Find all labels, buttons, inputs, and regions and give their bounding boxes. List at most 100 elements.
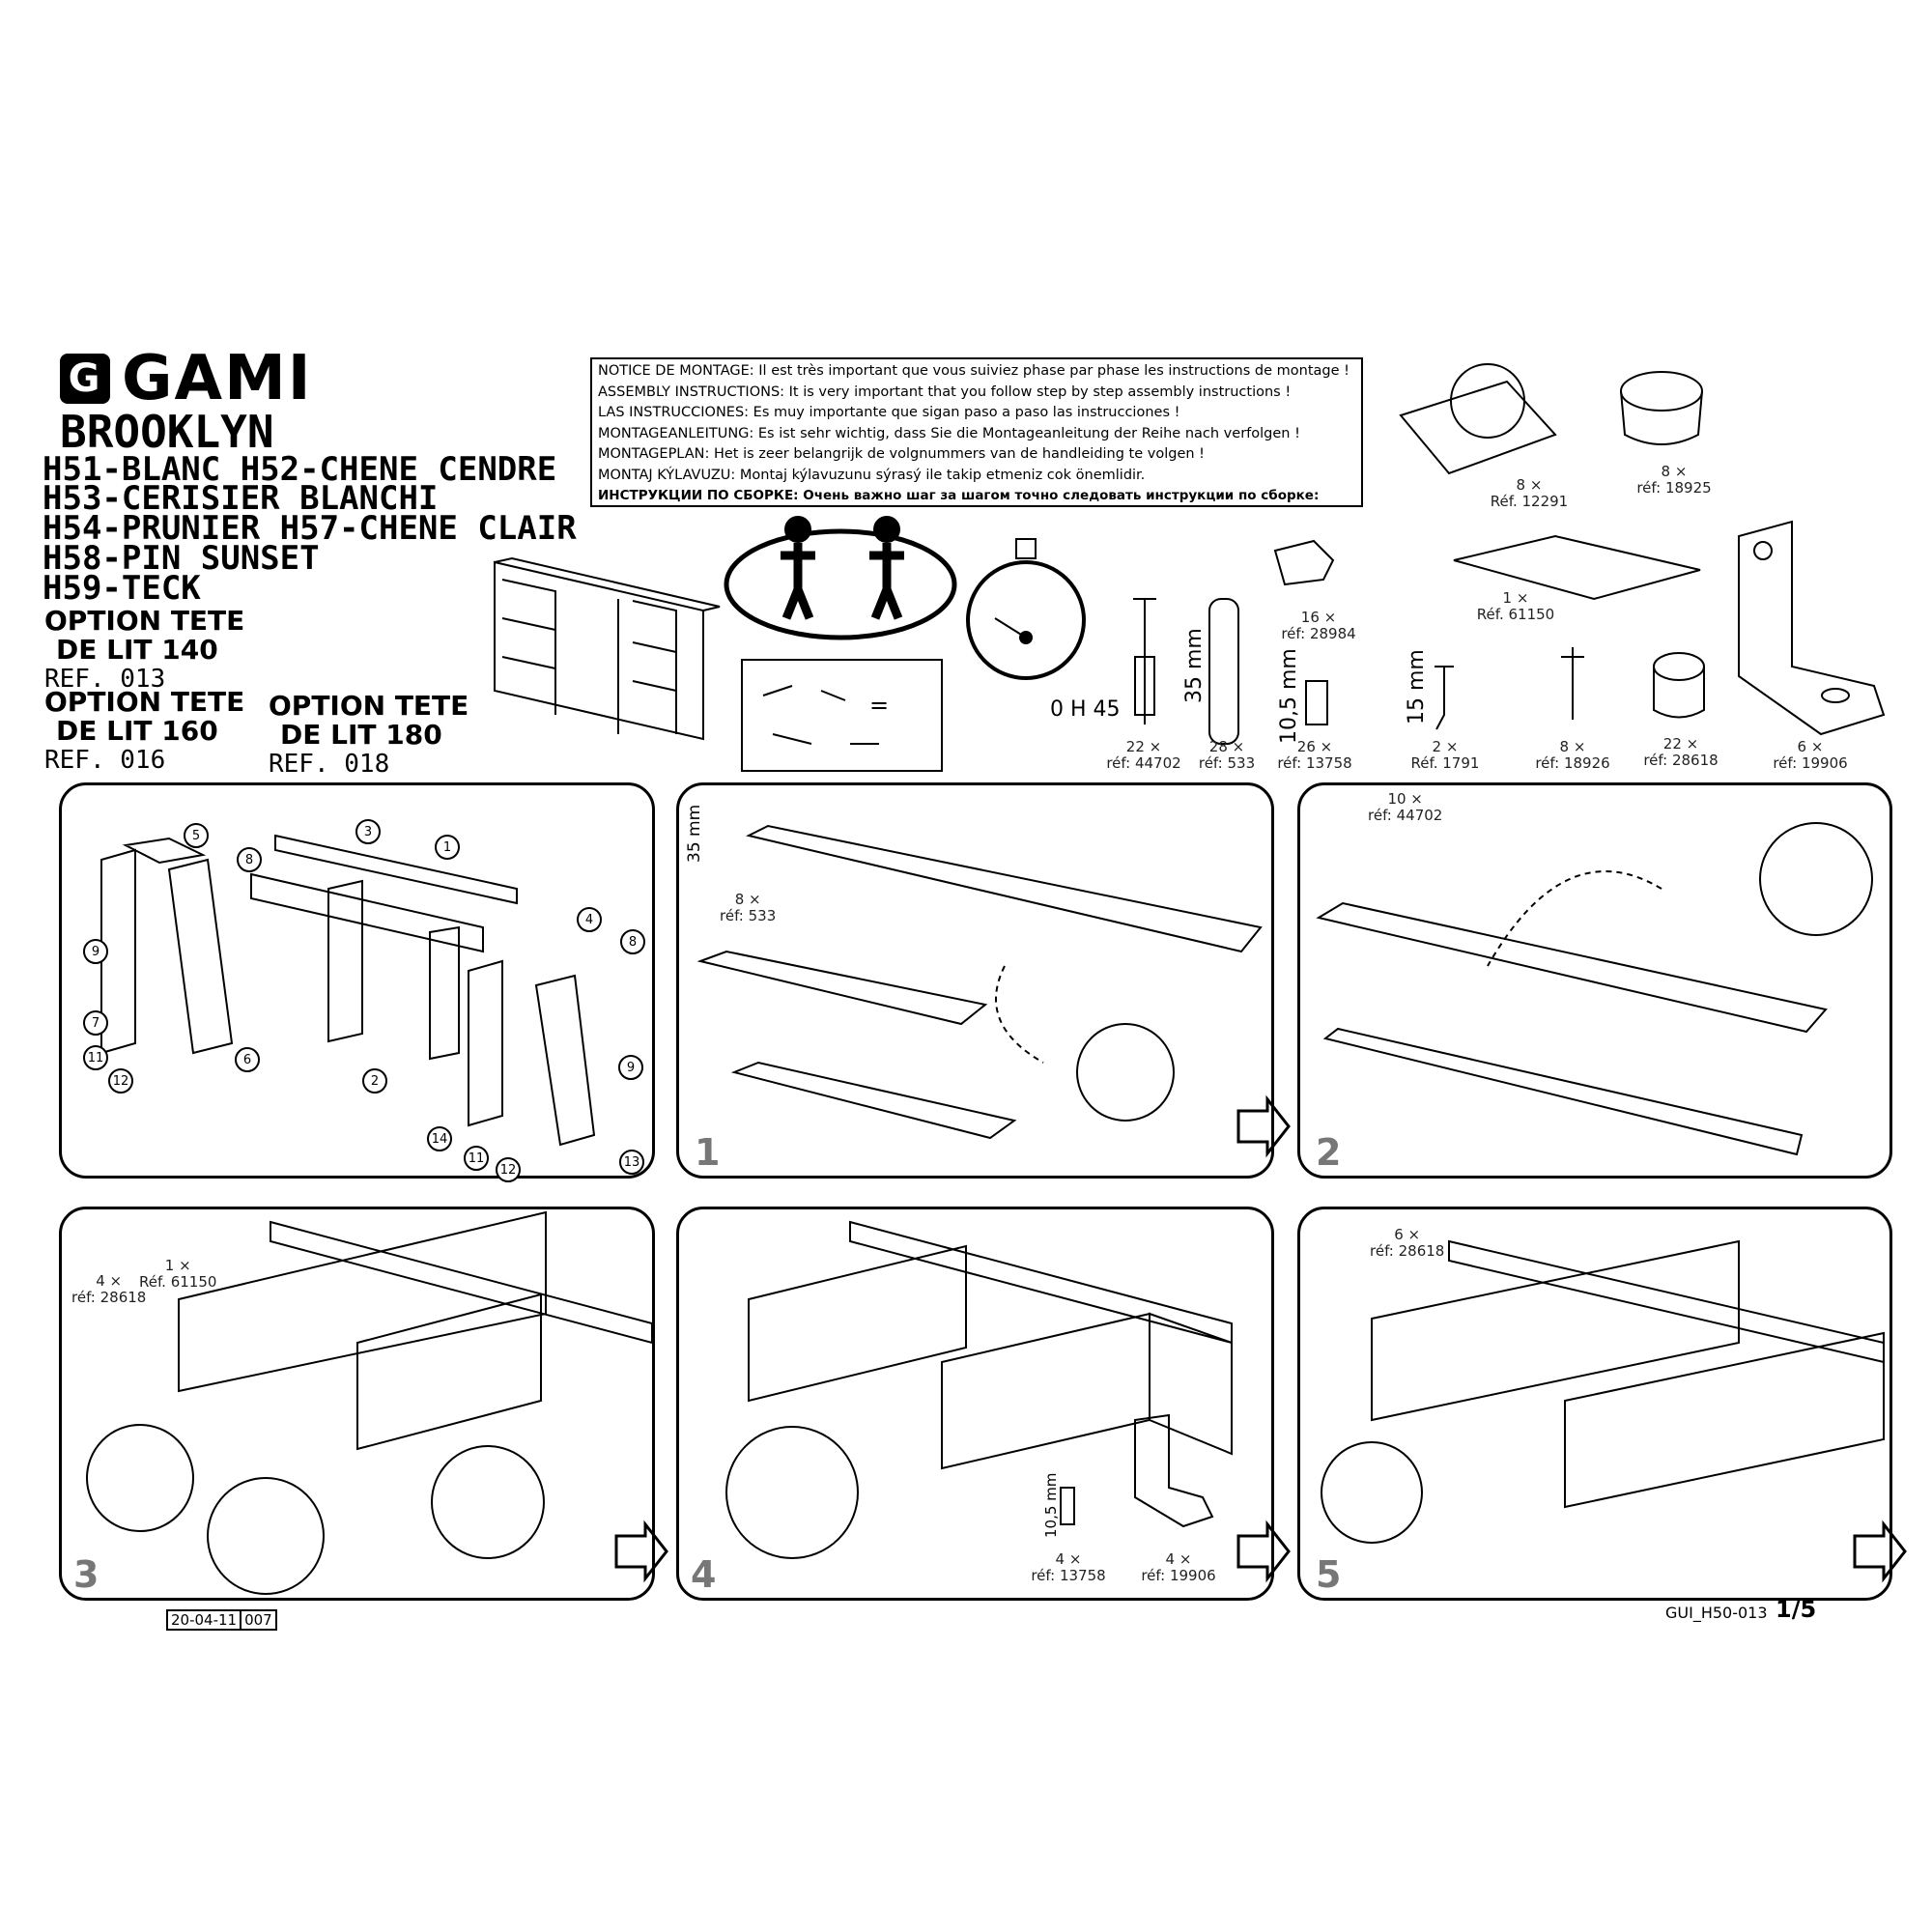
document-code: GUI_H50-013 <box>1665 1604 1768 1622</box>
hardware-item: 8 ×réf: 18925 <box>1636 463 1712 497</box>
step5-drawing <box>1321 1239 1885 1544</box>
step1-drawing <box>696 824 1263 1140</box>
page-number: 1/5 <box>1776 1596 1817 1623</box>
option-180: OPTION TETE DE LIT 180 REF. 018 <box>269 690 469 780</box>
short-screw-icon <box>1305 680 1328 725</box>
notice-tr: MONTAJ KÝLAVUZU: Montaj kýlavuzunu sýras… <box>598 467 1146 483</box>
notice-en: ASSEMBLY INSTRUCTIONS: It is very import… <box>598 384 1292 400</box>
part-number: 12 <box>108 1068 133 1094</box>
hardware-callout: 6 ×réf: 28618 <box>1370 1226 1445 1260</box>
hardware-item: 28 ×réf: 533 <box>1198 738 1256 772</box>
panel-step-4: 4 4 ×réf: 13758 4 ×réf: 19906 10,5 mm <box>676 1207 1274 1601</box>
step4-drawing <box>725 1220 1233 1559</box>
model-title: BROOKLYN <box>60 406 274 458</box>
part-number: 9 <box>83 939 108 964</box>
part-number: 11 <box>83 1045 108 1070</box>
logo-mark-icon: G <box>60 354 110 404</box>
cam-bolt-icon <box>1133 598 1156 724</box>
part-number: 14 <box>427 1126 452 1151</box>
cam-lock-icon <box>1620 371 1703 445</box>
notice-nl: MONTAGEPLAN: Het is zeer belangrijk de v… <box>598 446 1205 462</box>
step-number: 3 <box>73 1553 99 1596</box>
headboard-illustration <box>494 556 721 741</box>
option-label: DE LIT 140 <box>56 634 218 666</box>
notice-ru: ИНСТРУКЦИИ ПО СБОРКЕ: Очень важно шаг за… <box>598 488 1320 503</box>
part-number: 7 <box>83 1010 108 1036</box>
label-sheet-icon <box>1453 534 1701 601</box>
hardware-item: 1 ×Réf. 61150 <box>1476 589 1555 623</box>
dimension-label: 10,5 mm <box>1042 1472 1060 1538</box>
hardware-item: 2 ×Réf. 1791 <box>1410 738 1480 772</box>
option-160: OPTION TETE DE LIT 160 REF. 016 <box>44 686 245 776</box>
hardware-callout: 10 ×réf: 44702 <box>1368 790 1443 824</box>
notice-fr: NOTICE DE MONTAGE: Il est très important… <box>598 363 1350 379</box>
dimension-label: 15 mm <box>1405 649 1429 724</box>
panel-overview <box>59 782 655 1179</box>
step-number: 5 <box>1316 1553 1342 1596</box>
variant-line: H59-TECK <box>43 569 201 608</box>
hardware-callout: 4 ×réf: 13758 <box>1031 1550 1106 1584</box>
brand-logo: G GAMI <box>60 343 313 414</box>
angle-bracket-icon <box>1738 520 1886 736</box>
two-people-icon <box>724 516 957 640</box>
notice-de: MONTAGEANLEITUNG: Es ist sehr wichtig, d… <box>598 425 1300 441</box>
revision-code: 007 <box>240 1611 275 1629</box>
step-number: 4 <box>691 1553 717 1596</box>
part-number: 5 <box>184 823 209 848</box>
panel-step-1: 1 8 ×réf: 533 35 mm <box>676 782 1274 1179</box>
option-label: OPTION TETE <box>269 690 469 722</box>
hardware-item: 8 ×Réf. 12291 <box>1490 476 1569 510</box>
option-140: OPTION TETE DE LIT 140 REF. 013 <box>44 605 245 695</box>
assembly-time: 0 H 45 <box>1050 697 1121 722</box>
assembly-notice: NOTICE DE MONTAGE: Il est très important… <box>590 357 1363 507</box>
cam-housing-icon <box>1653 652 1705 719</box>
dimension-label: 35 mm <box>685 804 704 863</box>
part-number: 8 <box>620 929 645 954</box>
variant-line: H58-PIN SUNSET <box>43 539 320 578</box>
connector-bolt-icon <box>1561 647 1584 720</box>
part-number: 6 <box>235 1047 260 1072</box>
caster-wheel-icon <box>1399 363 1557 475</box>
variant-line: H54-PRUNIER H57-CHENE CLAIR <box>43 509 577 548</box>
panel-step-5: 5 6 ×réf: 28618 <box>1297 1207 1892 1601</box>
part-number: 2 <box>362 1068 387 1094</box>
panel-step-3: 3 4 ×réf: 28618 1 ×Réf. 61150 <box>59 1207 655 1601</box>
hardware-item: 6 ×réf: 19906 <box>1773 738 1848 772</box>
panel-step-2: 2 10 ×réf: 44702 <box>1297 782 1892 1179</box>
notice-es: LAS INSTRUCCIONES: Es muy importante que… <box>598 405 1180 420</box>
option-label: DE LIT 180 <box>280 719 442 751</box>
part-number: 3 <box>355 819 381 844</box>
part-number: 9 <box>618 1055 643 1080</box>
hardware-item: 26 ×réf: 13758 <box>1277 738 1352 772</box>
stopwatch-icon <box>966 538 1086 680</box>
exploded-view <box>100 834 596 1147</box>
variant-line: H53-CERISIER BLANCHI <box>43 479 439 518</box>
hardware-callout: 8 ×réf: 533 <box>720 891 777 924</box>
wood-screw-icon <box>1435 666 1454 730</box>
step-number: 1 <box>695 1131 721 1174</box>
hardware-item: 16 ×réf: 28984 <box>1281 609 1356 642</box>
svg-text:=: = <box>869 692 889 719</box>
part-number: 11 <box>464 1146 489 1171</box>
hardware-item: 22 ×réf: 28618 <box>1643 735 1719 769</box>
brand-name: GAMI <box>122 343 313 414</box>
hardware-callout: 4 ×réf: 28618 <box>71 1272 147 1306</box>
hardware-item: 22 ×réf: 44702 <box>1106 738 1181 772</box>
part-number: 1 <box>435 835 460 860</box>
part-number: 13 <box>619 1150 644 1175</box>
part-number: 12 <box>496 1157 521 1182</box>
next-arrow-icon <box>614 1094 1907 1583</box>
dimension-label: 35 mm <box>1182 628 1207 703</box>
dimension-label: 10,5 mm <box>1277 648 1301 744</box>
step-number: 2 <box>1316 1131 1342 1174</box>
hardware-callout: 4 ×réf: 19906 <box>1141 1550 1216 1584</box>
dowel-icon <box>1208 598 1239 745</box>
option-ref: REF. 018 <box>269 750 390 779</box>
option-label: OPTION TETE <box>44 686 245 718</box>
tools-required-icon: = <box>741 659 943 772</box>
option-label: OPTION TETE <box>44 605 245 637</box>
hardware-callout: 1 ×Réf. 61150 <box>139 1257 217 1291</box>
variant-line: H51-BLANC H52-CHENE CENDRE <box>43 450 557 489</box>
